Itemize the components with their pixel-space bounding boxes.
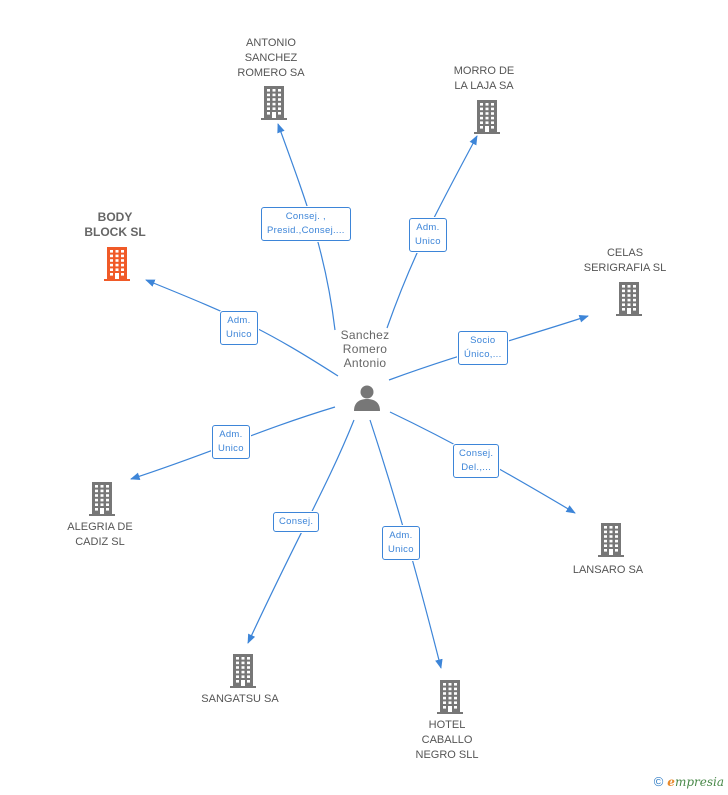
building-icon	[89, 482, 115, 516]
building-icon	[474, 100, 500, 134]
relation-label-celas-serigrafia-sl[interactable]: Socio Único,...	[458, 331, 508, 365]
brand-logo-text: mpresia	[674, 775, 724, 789]
company-name[interactable]: MORRO DE LA LAJA SA	[453, 65, 515, 92]
empresia-footer[interactable]: ©empresia	[654, 774, 724, 789]
building-icon	[598, 523, 624, 557]
company-name[interactable]: CELAS SERIGRAFIA SL	[583, 247, 667, 274]
relation-label-antonio-sanchez-romero-sa[interactable]: Consej. , Presid.,Consej....	[261, 207, 351, 241]
building-icon	[104, 247, 130, 281]
relation-label-alegria-de-cadiz-sl[interactable]: Adm. Unico	[212, 425, 250, 459]
relation-label-hotel-caballo-negro-sll[interactable]: Adm. Unico	[382, 526, 420, 560]
brand-logo-e: e	[667, 775, 675, 789]
company-name[interactable]: SANGATSU SA	[201, 693, 279, 705]
company-name[interactable]: HOTEL CABALLO NEGRO SLL	[415, 719, 479, 761]
building-icon	[437, 680, 463, 714]
relation-label-morro-de-la-laja-sa[interactable]: Adm. Unico	[409, 218, 447, 252]
company-name[interactable]: ANTONIO SANCHEZ ROMERO SA	[237, 37, 305, 79]
building-icon	[616, 282, 642, 316]
company-name[interactable]: ALEGRIA DE CADIZ SL	[67, 521, 133, 548]
company-name[interactable]: LANSARO SA	[572, 564, 644, 576]
company-name[interactable]: BODY BLOCK SL	[84, 210, 146, 239]
building-icon	[261, 86, 287, 120]
center-person-label: Sanchez Romero Antonio	[340, 328, 390, 370]
building-icon	[230, 654, 256, 688]
relation-label-sangatsu-sa[interactable]: Consej.	[273, 512, 320, 532]
relation-label-lansaro-sa[interactable]: Consej. Del.,...	[453, 444, 500, 478]
copyright-symbol: ©	[653, 774, 664, 789]
relation-label-body-block-sl[interactable]: Adm. Unico	[220, 311, 258, 345]
person-icon	[354, 385, 380, 411]
